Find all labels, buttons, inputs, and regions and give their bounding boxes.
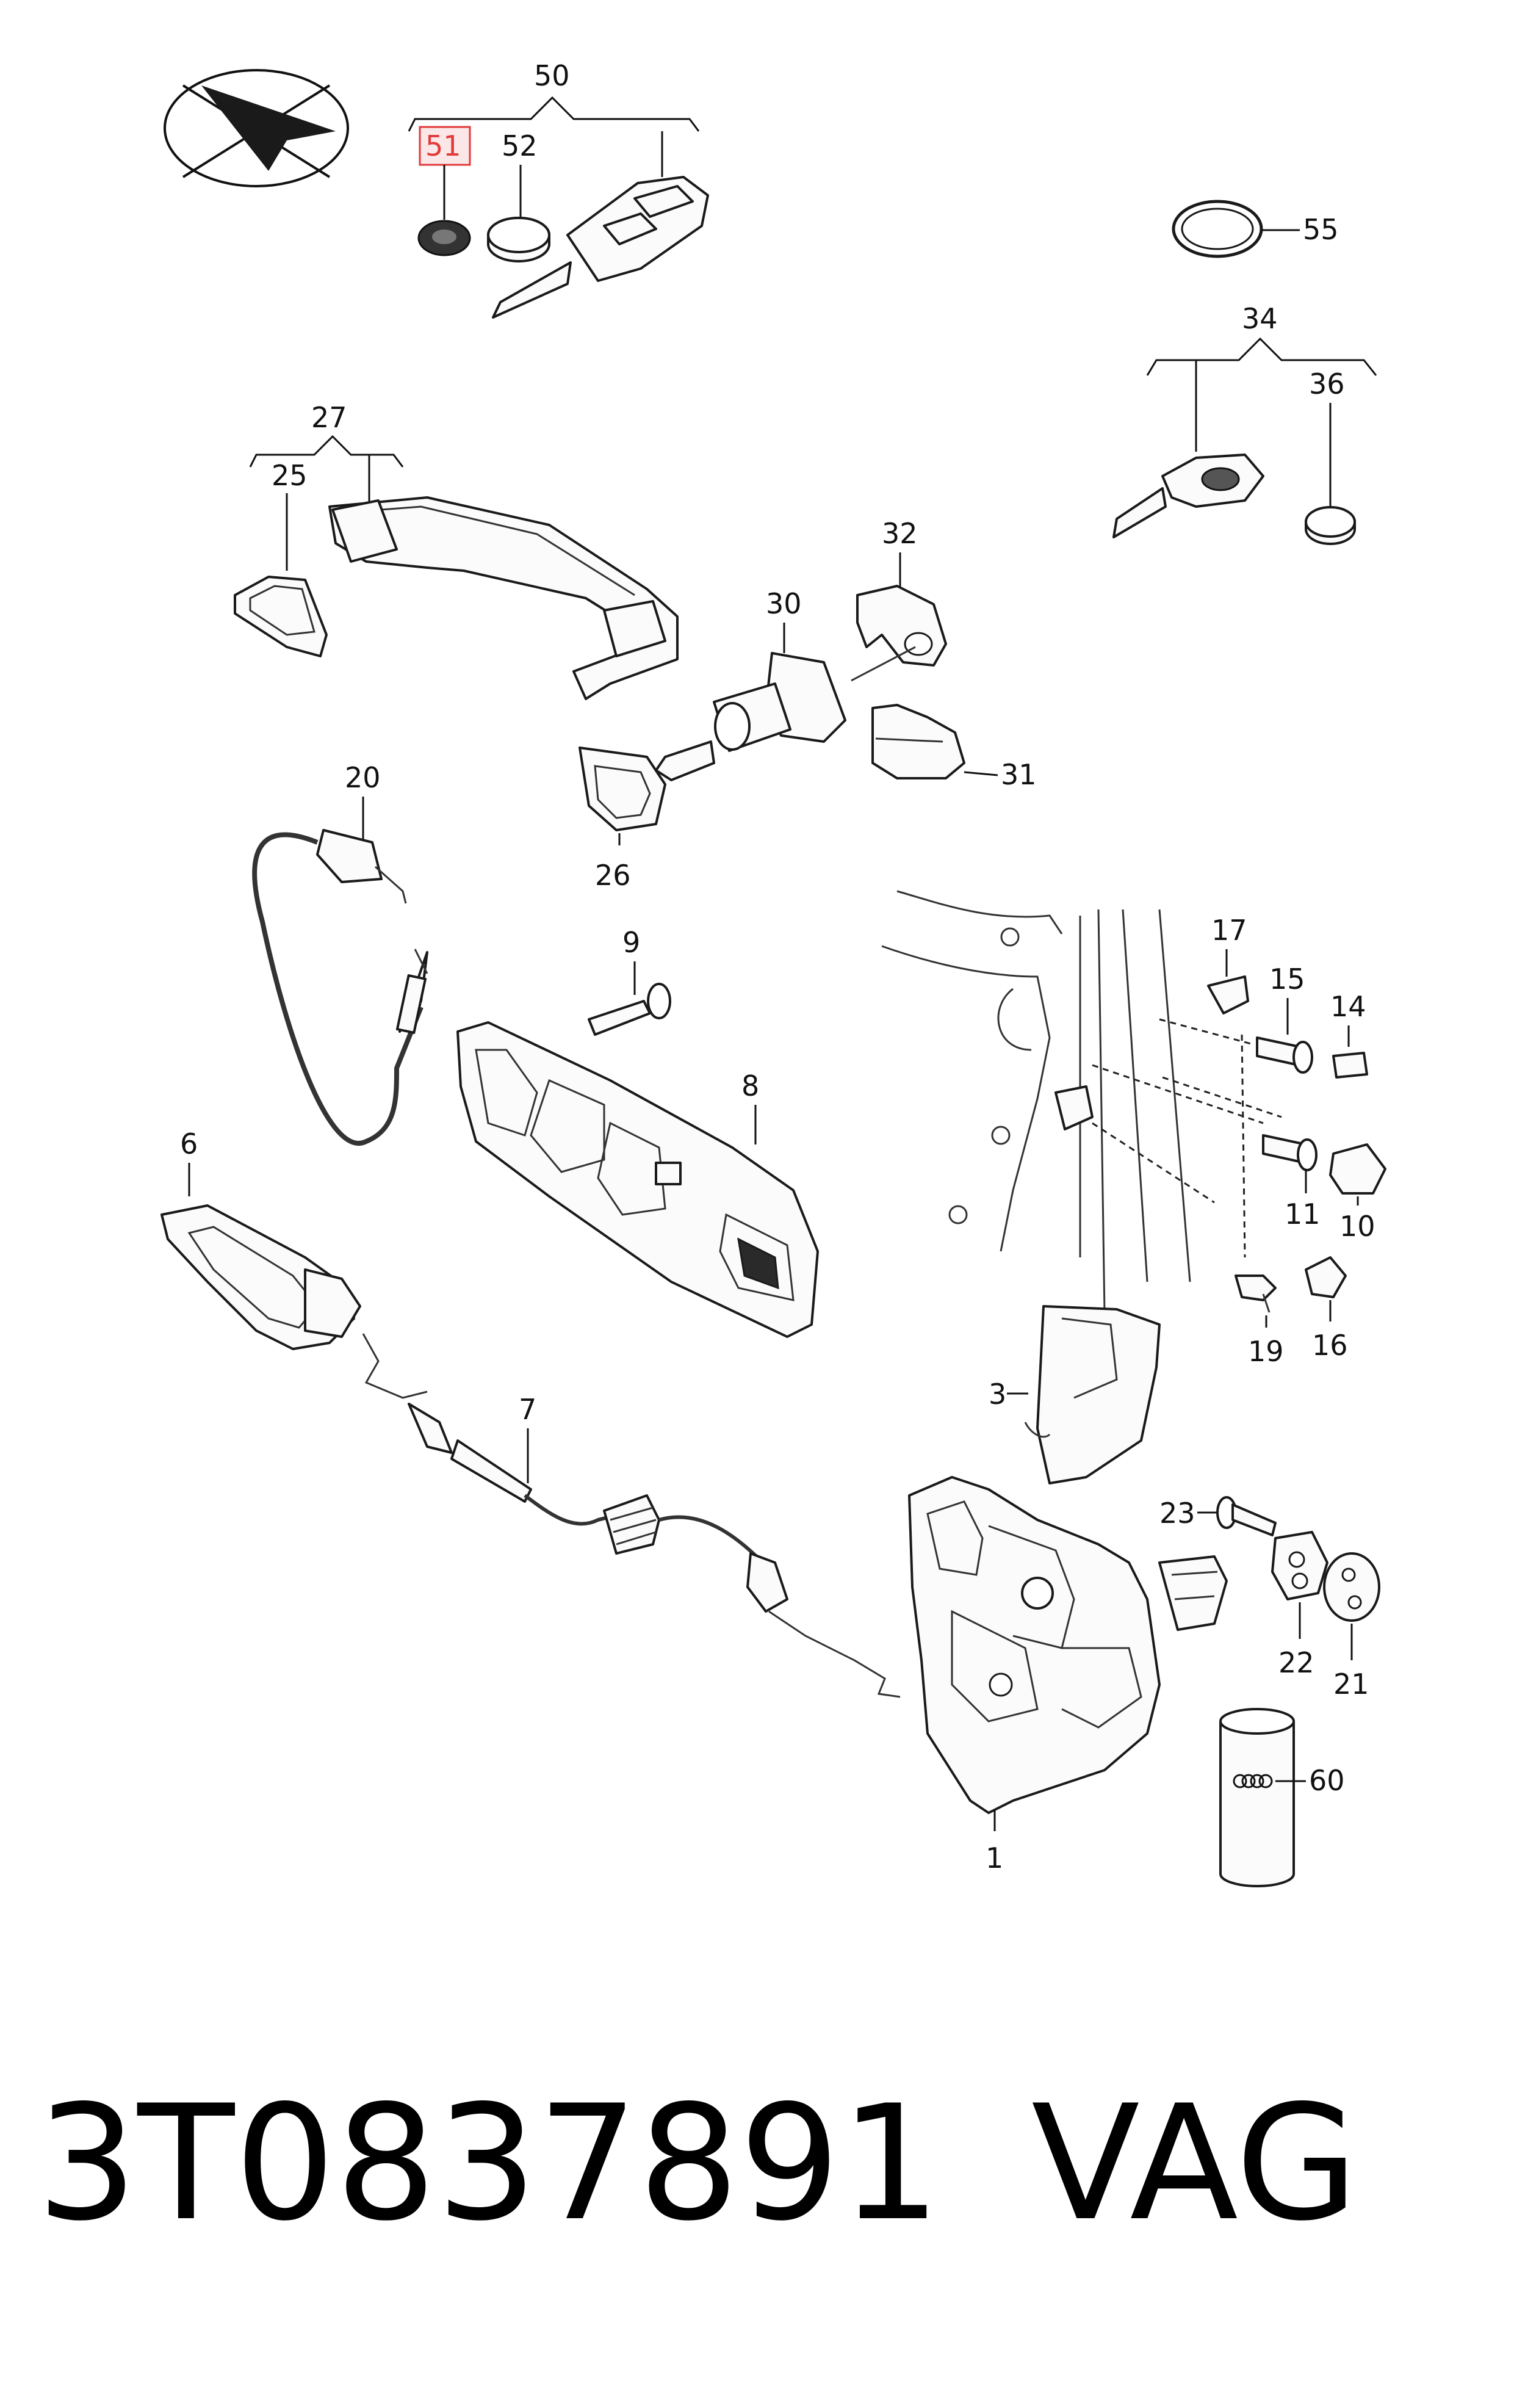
callout-27: 27 (311, 401, 347, 434)
callout-36: 36 (1309, 367, 1345, 400)
group-bracket-50 (408, 96, 700, 132)
callout-31: 31 (1001, 758, 1037, 791)
part-36-key-battery (1305, 506, 1356, 545)
part-8-handle-carrier (456, 1021, 819, 1338)
part-1-door-lock-mechanism (908, 1476, 1228, 1814)
part-27-outer-door-handle (328, 496, 679, 700)
part-25-handle-gasket (234, 576, 328, 657)
part-60-lubricant-canister (1219, 1708, 1295, 1887)
callout-10: 10 (1339, 1210, 1375, 1243)
callout-25: 25 (272, 459, 308, 492)
callout-51: 51 (425, 129, 461, 162)
callout-52: 52 (502, 129, 538, 162)
part-9-bolt (588, 983, 671, 1036)
part-20-release-cable (252, 829, 428, 1146)
part-10-cover-cap (1329, 1143, 1386, 1195)
callout-14: 14 (1330, 990, 1366, 1023)
callout-30: 30 (766, 587, 802, 620)
part-22-striker-plate (1271, 1531, 1328, 1600)
part-15-bolt (1256, 1036, 1313, 1074)
callout-1: 1 (986, 1842, 1003, 1875)
callout-19: 19 (1248, 1335, 1284, 1368)
part-14-nut (1332, 1052, 1368, 1079)
callout-3: 3 (989, 1378, 1006, 1411)
part-19-screw (1235, 1275, 1277, 1313)
callout-23: 23 (1159, 1497, 1195, 1530)
part-number-label: 3T0837891 (37, 2072, 942, 2256)
callout-32: 32 (882, 517, 918, 550)
callout-22: 22 (1278, 1646, 1314, 1679)
callout-55: 55 (1303, 213, 1339, 246)
part-50-remote-folding-key (492, 176, 709, 319)
callout-8: 8 (741, 1069, 759, 1102)
group-bracket-27 (249, 435, 404, 468)
part-7-release-cable (362, 1333, 901, 1698)
brand-label: VAG (1031, 2072, 1358, 2256)
callout-7: 7 (519, 1393, 536, 1426)
door-panel-outline (881, 890, 1282, 1313)
part-26-cylinder-gasket (579, 747, 666, 831)
part-3-lock-cover (1024, 1305, 1161, 1484)
callout-11: 11 (1285, 1198, 1321, 1231)
callout-16: 16 (1312, 1329, 1348, 1362)
part-30-lock-cylinder (655, 652, 846, 781)
callout-50: 50 (534, 59, 570, 92)
part-21-gasket (1323, 1552, 1380, 1622)
part-11-bolt (1262, 1134, 1318, 1171)
callout-9: 9 (622, 926, 640, 959)
callout-15: 15 (1269, 963, 1305, 996)
callout-17: 17 (1211, 914, 1247, 947)
part-17-cap (1207, 975, 1249, 1014)
callout-21: 21 (1333, 1668, 1369, 1701)
four-rings-icon (1233, 1774, 1273, 1788)
part-6-inner-door-handle (160, 1204, 361, 1350)
callout-20: 20 (345, 761, 381, 794)
callout-34: 34 (1242, 302, 1278, 335)
callout-26: 26 (595, 859, 631, 892)
part-55-o-ring (1172, 200, 1263, 258)
part-16-cap (1305, 1256, 1347, 1298)
group-bracket-34 (1146, 337, 1377, 376)
brand-logo-icon (164, 69, 349, 187)
callout-60: 60 (1309, 1764, 1345, 1797)
callout-6: 6 (180, 1127, 198, 1160)
part-23-screw (1216, 1496, 1277, 1536)
part-51-transponder-chip (417, 220, 471, 256)
part-52-key-battery (487, 217, 550, 262)
part-34-spare-key (1112, 454, 1264, 538)
part-31-lock-cylinder-cover (871, 704, 965, 779)
